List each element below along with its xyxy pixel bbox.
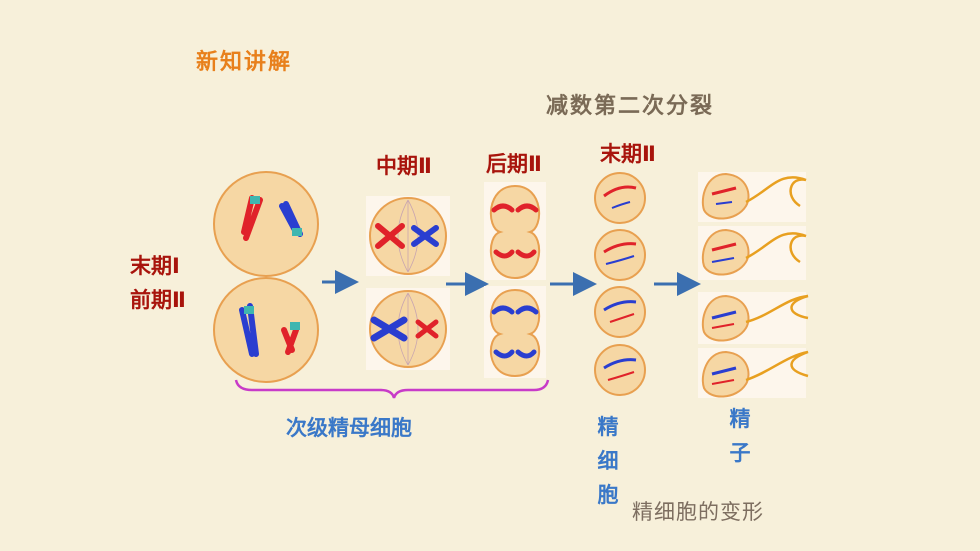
cell-metaphase2-bottom (366, 288, 450, 370)
label-sperm: 精子 (729, 407, 751, 465)
stage-label-anaphase2: 后期Ⅱ (486, 152, 542, 176)
chromosome-blue (239, 303, 259, 357)
brace (234, 379, 550, 399)
stage-label-metaphase2: 中期Ⅱ (376, 154, 432, 178)
cell-telophase1-bottom (213, 277, 319, 383)
label-spermatid: 精细胞 (597, 415, 619, 507)
cell-metaphase2-top (366, 196, 450, 276)
section-title: 新知讲解 (196, 50, 293, 75)
cell-sperm-3 (698, 292, 809, 344)
stage-label-telophase1: 末期Ⅰ (130, 254, 180, 278)
cell-telophase1-top (213, 171, 319, 277)
chromosome-blue (279, 201, 303, 237)
chromosome-red (241, 195, 263, 241)
cell-spermatid-3 (594, 286, 646, 338)
stage-label-telophase2: 末期Ⅱ (600, 142, 656, 166)
cell-sperm-1 (698, 172, 807, 222)
label-secondary-spermatocyte: 次级精母细胞 (286, 416, 412, 440)
cell-anaphase2-bottom (484, 286, 546, 378)
stage-label-prophase2: 前期Ⅱ (130, 288, 186, 312)
cell-anaphase2-top (484, 182, 546, 280)
chromosome-red (281, 322, 300, 355)
label-transformation: 精细胞的变形 (632, 500, 764, 524)
cell-spermatid-1 (594, 172, 646, 224)
cell-sperm-4 (698, 348, 809, 398)
cell-spermatid-4 (594, 344, 646, 396)
slide-title: 减数第二次分裂 (546, 94, 715, 119)
cell-spermatid-2 (594, 229, 646, 281)
cell-sperm-2 (698, 226, 807, 280)
